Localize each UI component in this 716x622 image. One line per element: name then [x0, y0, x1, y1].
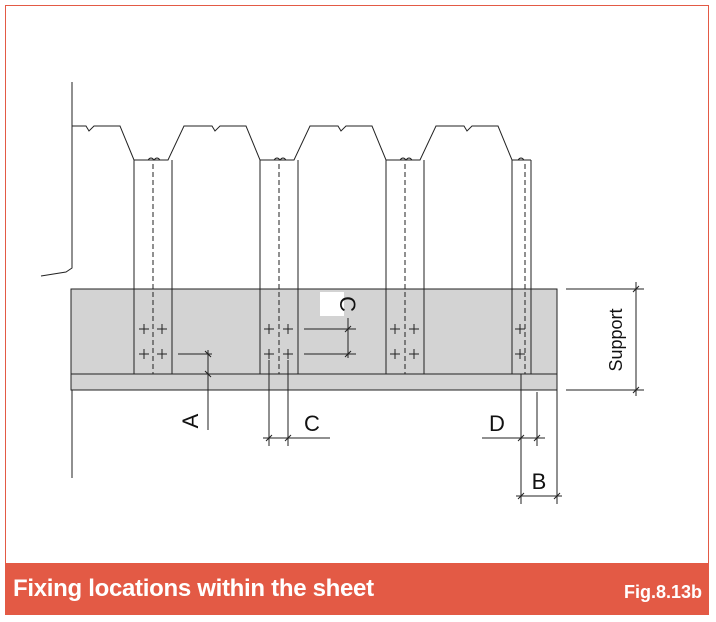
label-c-horizontal: C	[304, 411, 320, 436]
dimension-d	[482, 374, 545, 446]
dimension-a	[178, 350, 214, 430]
support-beam-upper	[70, 288, 558, 375]
dimension-c-horizontal	[263, 360, 330, 446]
trough-notches	[147, 157, 525, 161]
caption-banner	[5, 563, 709, 615]
trough-centerlines	[152, 164, 526, 374]
figure-number: Fig.8.13b	[623, 582, 702, 602]
figure-caption: Fixing locations within the sheet	[13, 575, 374, 602]
label-b: B	[532, 469, 547, 494]
profiled-sheet	[72, 125, 531, 161]
label-c-vertical: C	[335, 296, 360, 312]
label-c-vertical-bg	[320, 292, 344, 316]
label-d: D	[489, 411, 505, 436]
fixing-marks	[139, 324, 525, 359]
label-support: Support	[606, 308, 626, 371]
dimension-support	[566, 282, 644, 396]
dimension-c-vertical	[304, 318, 356, 358]
wall-line	[40, 82, 73, 277]
dimension-b	[516, 390, 562, 504]
label-a: A	[178, 413, 203, 428]
trough-webs	[133, 160, 532, 374]
support-beam-lower	[70, 373, 558, 391]
